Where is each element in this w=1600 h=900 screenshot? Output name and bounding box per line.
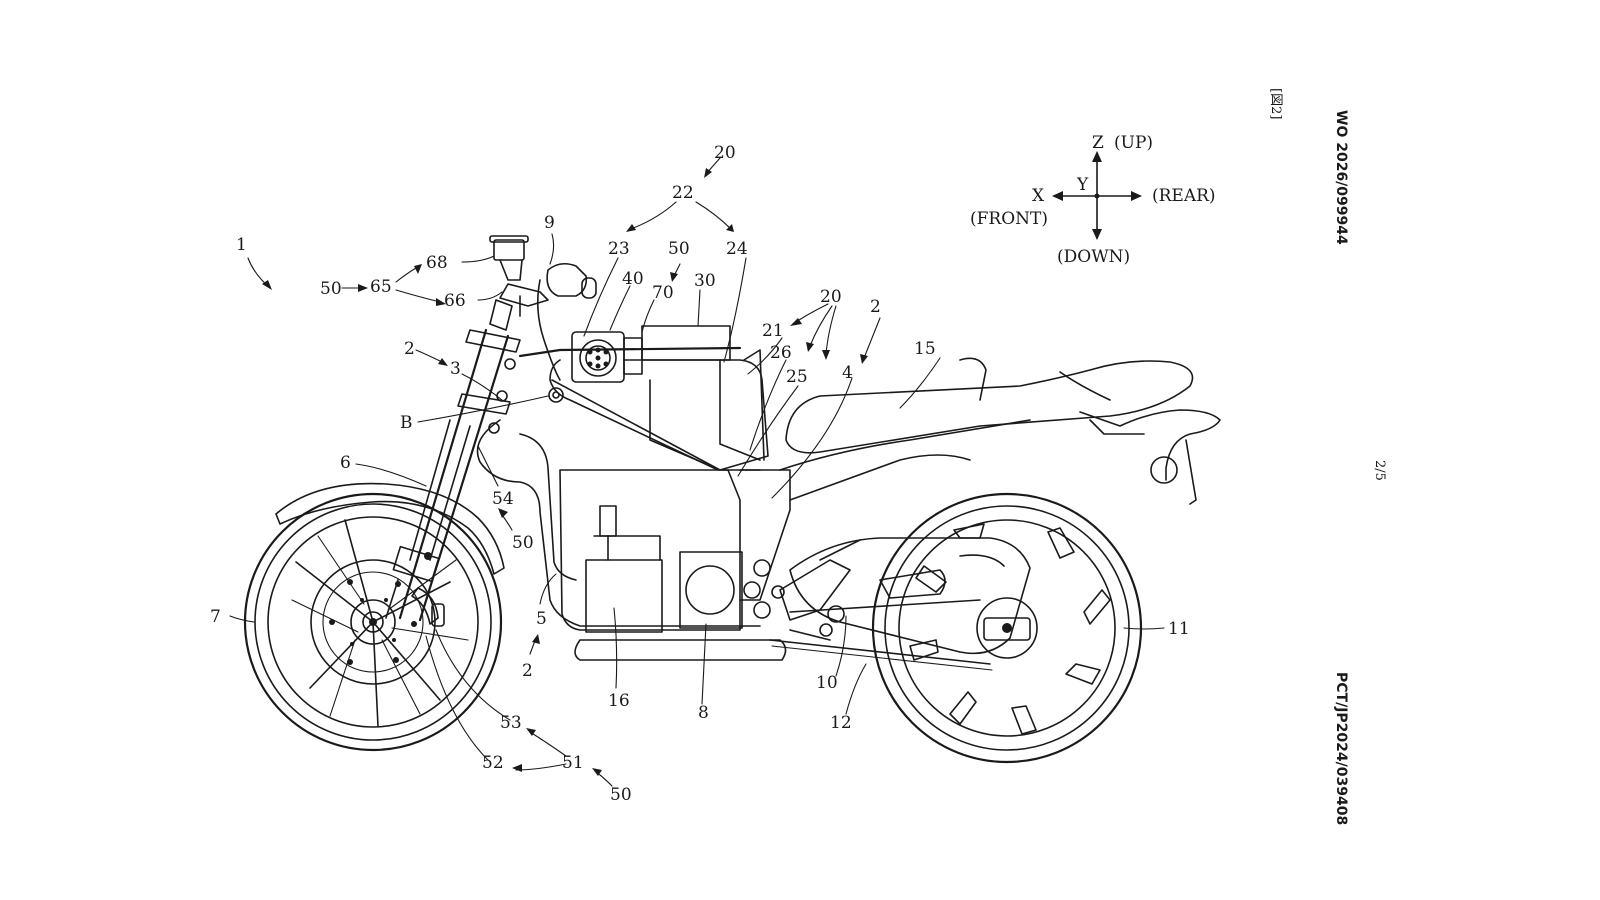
reference-numerals: 1 20 22 23 24 9 68 50 65 66 50 40 70 30 … [210, 143, 1190, 805]
handlebar-assembly [489, 235, 597, 381]
publication-number: WO 2026/099944 [1333, 110, 1349, 245]
ref-40: 40 [622, 269, 644, 289]
drive-chain [769, 599, 993, 671]
ref-51: 51 [562, 753, 584, 773]
ref-50-caliper: 50 [610, 785, 632, 805]
axis-rear-label: (REAR) [1152, 186, 1216, 206]
ref-3: 3 [450, 359, 461, 379]
ref-2-right: 2 [870, 297, 881, 317]
ref-4: 4 [842, 363, 853, 383]
ref-2-lower: 2 [522, 661, 533, 681]
front-fork [385, 328, 521, 622]
ref-7: 7 [210, 607, 221, 627]
ref-6: 6 [340, 453, 351, 473]
charging-port-unit [571, 331, 643, 383]
swingarm [789, 537, 1031, 655]
rear-subframe [779, 409, 1221, 505]
figure-label: [図2] [1268, 88, 1283, 119]
axis-down-label: (DOWN) [1057, 247, 1130, 267]
ref-12: 12 [830, 713, 852, 733]
rear-wheel [871, 492, 1143, 764]
ref-26: 26 [770, 343, 792, 363]
axis-front-label: (FRONT) [970, 209, 1048, 229]
ref-21: 21 [762, 321, 784, 341]
ref-50-port: 50 [668, 239, 690, 259]
ref-53: 53 [500, 713, 522, 733]
ref-52: 52 [482, 753, 504, 773]
ref-66: 66 [444, 291, 466, 311]
application-number: PCT/JP2024/039408 [1333, 672, 1349, 825]
front-wheel [243, 492, 503, 752]
page-indicator: 2/5 [1372, 460, 1387, 481]
axis-z-label: Z [1092, 133, 1104, 153]
battery-unit [585, 505, 663, 633]
axis-y-label: Y [1076, 175, 1089, 195]
ref-22: 22 [672, 183, 694, 203]
axis-x-label: X [1032, 186, 1045, 206]
ref-54: 54 [492, 489, 514, 509]
ref-24: 24 [726, 239, 748, 259]
ref-23: 23 [608, 239, 630, 259]
ref-30: 30 [694, 271, 716, 291]
ref-68: 68 [426, 253, 448, 273]
ref-5: 5 [536, 609, 547, 629]
ref-50-fork: 50 [512, 533, 534, 553]
ref-20-right: 20 [820, 287, 842, 307]
tank-cover [623, 325, 769, 471]
ref-16: 16 [608, 691, 630, 711]
ref-25: 25 [786, 367, 808, 387]
ref-10: 10 [816, 673, 838, 693]
ref-15: 15 [914, 339, 936, 359]
ref-2-upper: 2 [404, 339, 415, 359]
footpeg-bracket [779, 559, 851, 641]
motor-unit [679, 551, 743, 629]
leader-lines [229, 157, 1165, 787]
ref-11: 11 [1168, 619, 1190, 639]
front-fender [275, 482, 505, 575]
ref-70: 70 [652, 283, 674, 303]
ref-9: 9 [544, 213, 555, 233]
axis-up-label: (UP) [1114, 133, 1153, 153]
main-frame [476, 346, 791, 661]
ref-8: 8 [698, 703, 709, 723]
ref-65: 65 [370, 277, 392, 297]
ref-B: B [400, 413, 413, 433]
seat [785, 357, 1194, 454]
rear-wheel-spokes [909, 523, 1111, 735]
ref-20-top: 20 [714, 143, 736, 163]
ref-50-handlebar: 50 [320, 279, 342, 299]
axis-compass: Z (UP) X (FRONT) Y (REAR) (DOWN) [970, 133, 1216, 267]
ref-1: 1 [236, 235, 247, 255]
